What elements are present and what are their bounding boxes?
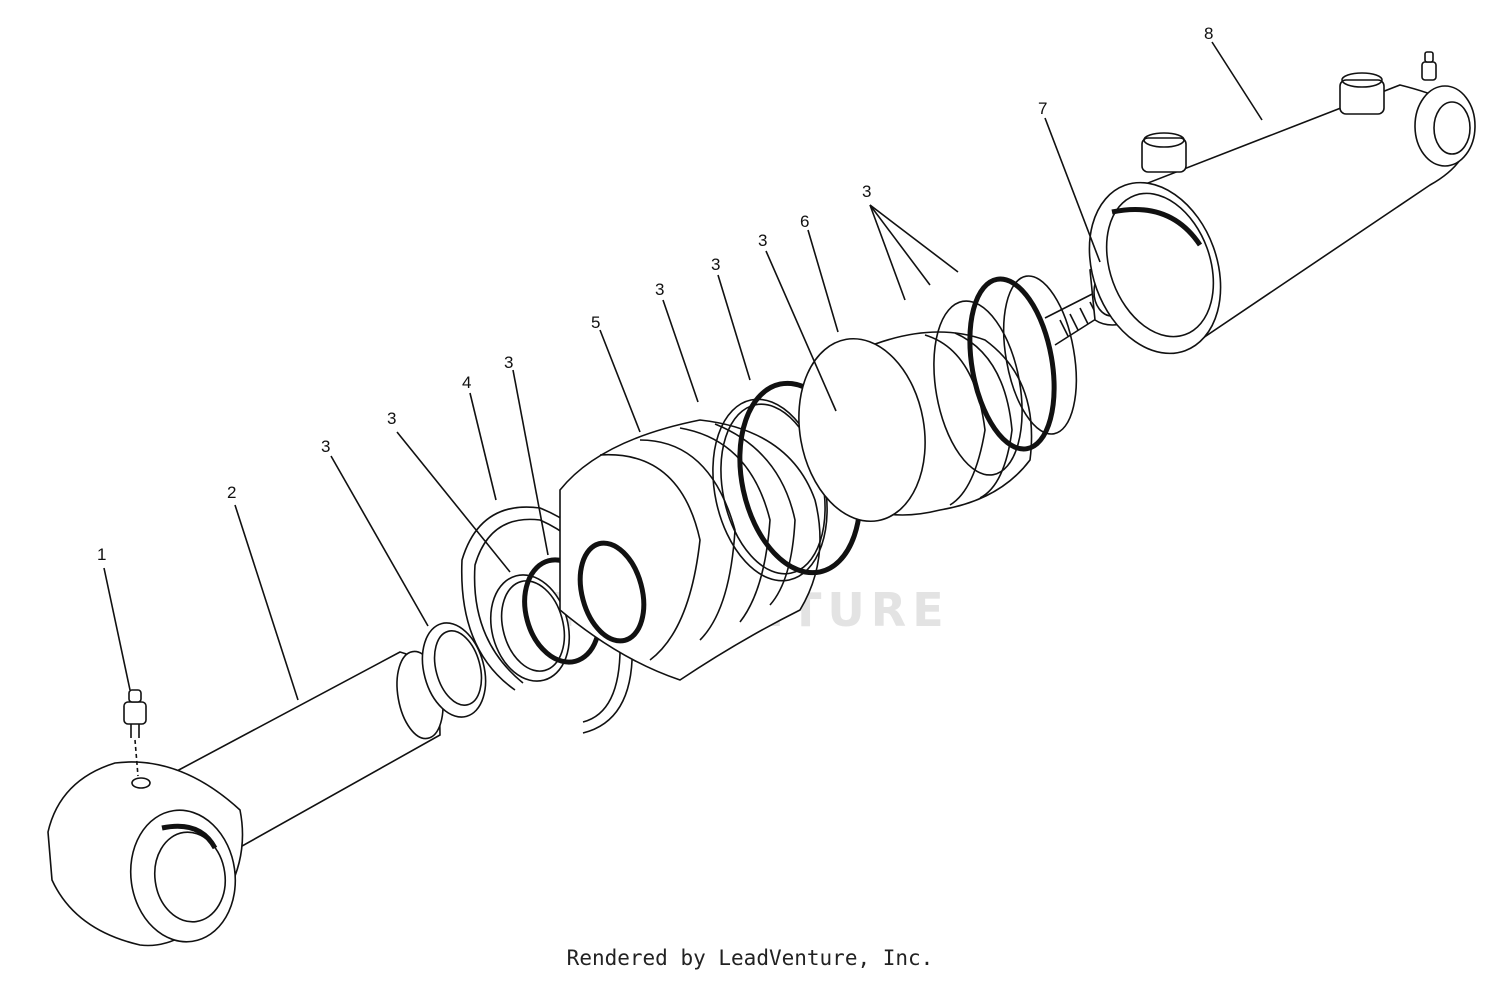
part-8-barrel [1088,51,1476,355]
part-3-ring-g [933,275,1078,476]
callout-4: 4 [462,373,471,392]
part-4-snap-ring [460,506,634,734]
callout-labels: 1 2 3 3 4 3 5 3 3 3 6 3 7 8 [97,24,1213,564]
callout-6: 6 [800,212,809,231]
callout-3d: 3 [655,280,664,299]
callout-2: 2 [227,483,236,502]
part-6-piston [798,331,1033,523]
callout-8: 8 [1204,24,1213,43]
callout-3f: 3 [758,231,767,250]
callout-3c: 3 [504,353,513,372]
callout-3g: 3 [862,182,871,201]
part-1-grease-fitting [123,689,147,777]
callout-3b: 3 [387,409,396,428]
part-2-rod [47,650,444,947]
leader-lines [103,41,1263,701]
footer-credit: Rendered by LeadVenture, Inc. [566,946,934,970]
callout-3a: 3 [321,437,330,456]
callout-7: 7 [1038,99,1047,118]
part-3-ring-a [421,622,487,718]
callout-5: 5 [591,313,600,332]
callout-1: 1 [97,545,106,564]
callout-3e: 3 [711,255,720,274]
part-5-gland [559,419,821,681]
